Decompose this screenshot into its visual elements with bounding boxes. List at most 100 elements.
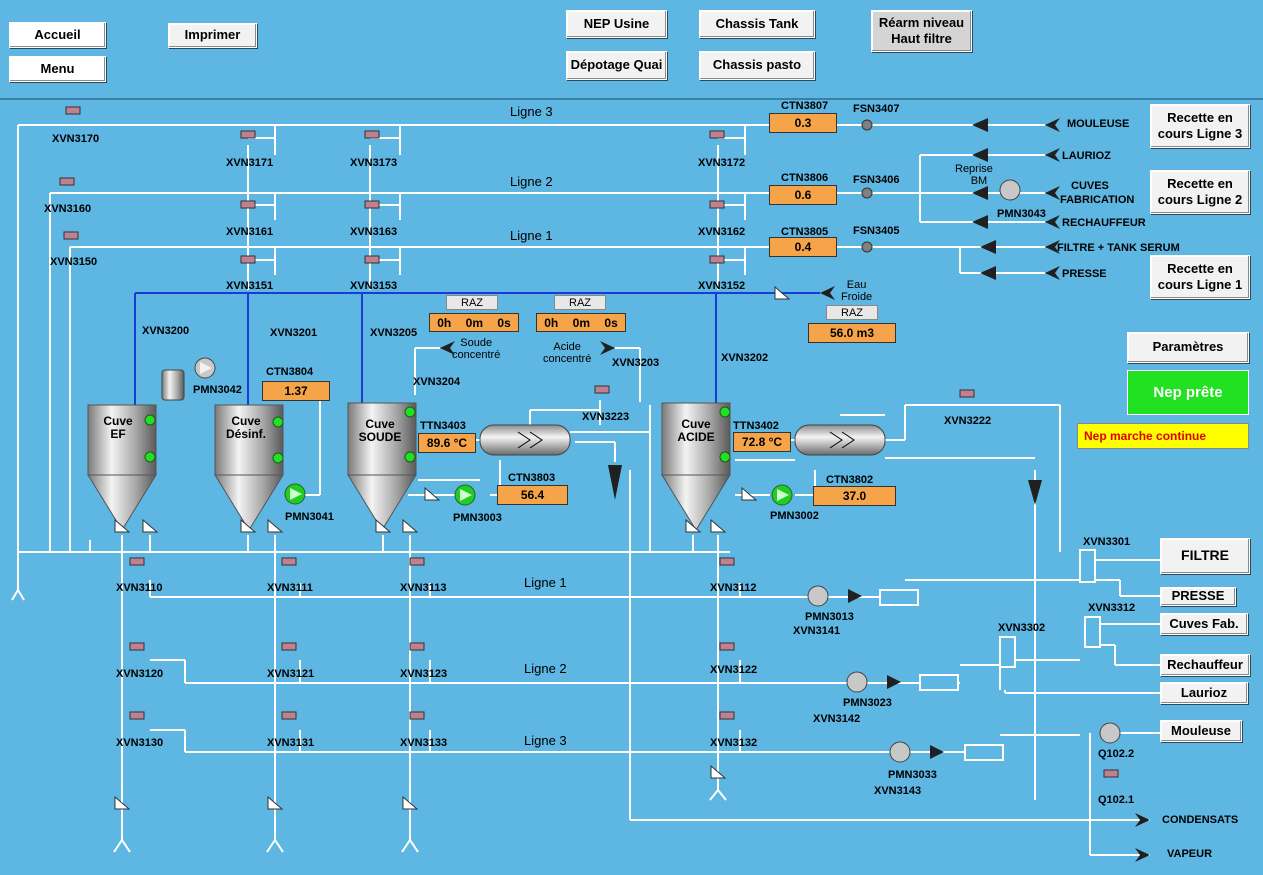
raz-water-button[interactable]: RAZ bbox=[826, 305, 878, 320]
recette-ligne1-button[interactable]: Recette en cours Ligne 1 bbox=[1150, 255, 1250, 299]
tank-soude-line2: SOUDE bbox=[358, 430, 402, 445]
xvn3162-tag[interactable]: XVN3162 bbox=[698, 226, 746, 238]
xvn3205-tag[interactable]: XVN3205 bbox=[370, 327, 418, 339]
ttn3403-value: 89.6 °C bbox=[418, 433, 476, 453]
soude-line2: concentré bbox=[452, 349, 501, 361]
pmn3003-tag[interactable]: PMN3003 bbox=[453, 512, 502, 524]
dest-mouleuse: MOULEUSE bbox=[1067, 118, 1130, 130]
rearm-niveau-button[interactable]: Réarm niveau Haut filtre bbox=[871, 10, 972, 52]
xvn3301-tag[interactable]: XVN3301 bbox=[1083, 536, 1131, 548]
xvn3131-tag[interactable]: XVN3131 bbox=[267, 737, 315, 749]
xvn3203-tag[interactable]: XVN3203 bbox=[612, 357, 660, 369]
tank-soude-label[interactable]: Cuve SOUDE bbox=[354, 417, 406, 445]
dest-rechauffeur: RECHAUFFEUR bbox=[1062, 217, 1146, 229]
xvn3153-tag[interactable]: XVN3153 bbox=[350, 280, 398, 292]
raz-soude-button[interactable]: RAZ bbox=[446, 295, 498, 310]
soude-concentre-label: Soude concentré bbox=[452, 337, 500, 361]
recette1-line1: Recette en bbox=[1167, 260, 1233, 276]
pmn3002-tag[interactable]: PMN3002 bbox=[770, 510, 819, 522]
xvn3123-tag[interactable]: XVN3123 bbox=[400, 668, 448, 680]
xvn3112-tag[interactable]: XVN3112 bbox=[710, 582, 757, 594]
xvn3130-tag[interactable]: XVN3130 bbox=[116, 737, 164, 749]
dest-presse: PRESSE bbox=[1062, 268, 1107, 280]
xvn3163-tag[interactable]: XVN3163 bbox=[350, 226, 398, 238]
menu-button[interactable]: Menu bbox=[9, 56, 106, 82]
xvn3132-tag[interactable]: XVN3132 bbox=[710, 737, 758, 749]
tank-acide-label[interactable]: Cuve ACIDE bbox=[670, 417, 722, 444]
ligne3-bottom-label: Ligne 3 bbox=[524, 733, 567, 748]
dest-condensats: CONDENSATS bbox=[1162, 814, 1239, 826]
pmn3033-tag[interactable]: PMN3033 bbox=[888, 769, 937, 781]
xvn3160-tag[interactable]: XVN3160 bbox=[44, 203, 92, 215]
xvn3143-tag[interactable]: XVN3143 bbox=[874, 785, 922, 797]
xvn3120-tag[interactable]: XVN3120 bbox=[116, 668, 164, 680]
depotage-quai-button[interactable]: Dépotage Quai bbox=[566, 51, 667, 80]
raz-acide-button[interactable]: RAZ bbox=[554, 295, 606, 310]
tank-ef-label[interactable]: Cuve EF bbox=[96, 414, 140, 441]
fsn3405-tag: FSN3405 bbox=[853, 225, 900, 237]
pmn3013-tag[interactable]: PMN3013 bbox=[805, 611, 854, 623]
chassis-tank-button[interactable]: Chassis Tank bbox=[699, 10, 815, 38]
filtre-button[interactable]: FILTRE bbox=[1160, 538, 1250, 574]
xvn3200-tag[interactable]: XVN3200 bbox=[142, 325, 190, 337]
recette-ligne3-button[interactable]: Recette en cours Ligne 3 bbox=[1150, 104, 1250, 148]
dest-filtre-tank: FILTRE + TANK SERUM bbox=[1057, 242, 1180, 254]
xvn3142-tag[interactable]: XVN3142 bbox=[813, 713, 861, 725]
xvn3152-tag[interactable]: XVN3152 bbox=[698, 280, 746, 292]
xvn3302-tag[interactable]: XVN3302 bbox=[998, 622, 1046, 634]
presse-button[interactable]: PRESSE bbox=[1160, 587, 1236, 606]
cuves-fab-button[interactable]: Cuves Fab. bbox=[1160, 613, 1248, 635]
xvn3201-tag[interactable]: XVN3201 bbox=[270, 327, 318, 339]
xvn3172-tag[interactable]: XVN3172 bbox=[698, 157, 746, 169]
xvn3113-tag[interactable]: XVN3113 bbox=[400, 582, 447, 594]
xvn3312-tag[interactable]: XVN3312 bbox=[1088, 602, 1136, 614]
xvn3110-tag[interactable]: XVN3110 bbox=[116, 582, 163, 594]
parametres-button[interactable]: Paramètres bbox=[1127, 332, 1249, 363]
ttn3402-tag: TTN3402 bbox=[733, 420, 779, 432]
xvn3121-tag[interactable]: XVN3121 bbox=[267, 668, 315, 680]
timer-acide-s: 0s bbox=[604, 315, 618, 330]
pmn3043-tag[interactable]: PMN3043 bbox=[997, 208, 1046, 220]
tank-desinf-label[interactable]: Cuve Désinf. bbox=[220, 414, 272, 441]
xvn3173-tag[interactable]: XVN3173 bbox=[350, 157, 398, 169]
valve-glyphs bbox=[114, 285, 791, 810]
xvn3202-tag[interactable]: XVN3202 bbox=[721, 352, 769, 364]
ligne1-bottom-label: Ligne 1 bbox=[524, 575, 567, 590]
dest-cuves: CUVES bbox=[1071, 180, 1109, 192]
xvn3223-tag[interactable]: XVN3223 bbox=[582, 411, 630, 423]
xvn3151-tag[interactable]: XVN3151 bbox=[226, 280, 274, 292]
xvn3161-tag[interactable]: XVN3161 bbox=[226, 226, 274, 238]
water-volume-value: 56.0 m3 bbox=[808, 323, 896, 343]
pmn3041-tag[interactable]: PMN3041 bbox=[285, 511, 334, 523]
timer-acide: 0h 0m 0s bbox=[536, 313, 626, 332]
xvn3141-tag[interactable]: XVN3141 bbox=[793, 625, 841, 637]
dest-fabrication: FABRICATION bbox=[1060, 194, 1135, 206]
xvn3170-tag[interactable]: XVN3170 bbox=[52, 133, 100, 145]
xvn3122-tag[interactable]: XVN3122 bbox=[710, 664, 758, 676]
xvn3204-tag[interactable]: XVN3204 bbox=[413, 376, 461, 388]
recette3-line2: cours Ligne 3 bbox=[1157, 126, 1243, 141]
xvn3222-tag[interactable]: XVN3222 bbox=[944, 415, 992, 427]
ttn3403-tag: TTN3403 bbox=[420, 420, 466, 432]
nep-marche-continue-status: Nep marche continue bbox=[1077, 423, 1249, 449]
xvn3111-tag[interactable]: XVN3111 bbox=[267, 582, 313, 594]
xvn3150-tag[interactable]: XVN3150 bbox=[50, 256, 98, 268]
nep-usine-button[interactable]: NEP Usine bbox=[566, 10, 667, 38]
accueil-button[interactable]: Accueil bbox=[9, 22, 106, 48]
recette1-line2: cours Ligne 1 bbox=[1157, 277, 1243, 292]
pmn3042-tag[interactable]: PMN3042 bbox=[193, 384, 242, 396]
rechauffeur-button[interactable]: Rechauffeur bbox=[1160, 654, 1250, 676]
q1021-tag[interactable]: Q102.1 bbox=[1098, 794, 1135, 806]
imprimer-button[interactable]: Imprimer bbox=[168, 23, 257, 48]
reprise-line2: BM bbox=[970, 175, 988, 187]
pmn3023-tag[interactable]: PMN3023 bbox=[843, 697, 892, 709]
q1022-tag[interactable]: Q102.2 bbox=[1098, 748, 1135, 760]
laurioz-button[interactable]: Laurioz bbox=[1160, 682, 1248, 704]
recette-ligne2-button[interactable]: Recette en cours Ligne 2 bbox=[1150, 170, 1250, 214]
xvn3133-tag[interactable]: XVN3133 bbox=[400, 737, 448, 749]
xvn3171-tag[interactable]: XVN3171 bbox=[226, 157, 274, 169]
tank-desinf-line1: Cuve bbox=[231, 414, 261, 428]
chassis-pasto-button[interactable]: Chassis pasto bbox=[699, 51, 815, 80]
mouleuse-button[interactable]: Mouleuse bbox=[1160, 720, 1242, 742]
ctn3803-value: 56.4 bbox=[497, 485, 568, 505]
